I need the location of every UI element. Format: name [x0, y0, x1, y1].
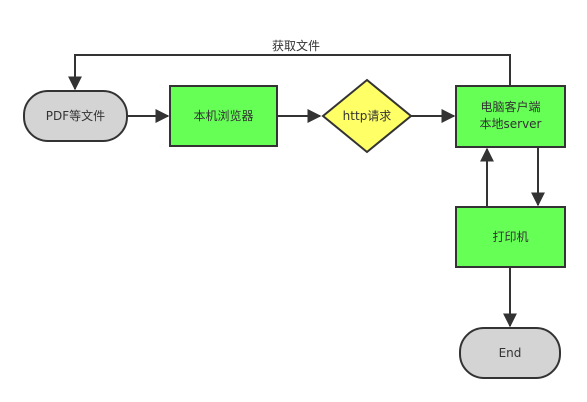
- node-printer-shape: [455, 206, 566, 268]
- edges-layer: [68, 54, 545, 328]
- node-local-browser[interactable]: 本机浏览器: [169, 85, 278, 147]
- node-http-label: http请求: [343, 109, 392, 123]
- node-pdf-shape: [23, 90, 128, 142]
- node-pc-client-server[interactable]: 电脑客户端 本地server: [455, 85, 566, 148]
- node-server-label-line2: 本地server: [480, 117, 542, 131]
- node-end[interactable]: End: [459, 327, 561, 379]
- edge-server-to-pdf-feedback: [68, 54, 511, 91]
- node-http-shape: [321, 78, 413, 154]
- node-end-label: End: [499, 346, 522, 360]
- node-pdf-label: PDF等文件: [46, 108, 105, 123]
- node-browser-shape: [169, 85, 278, 147]
- node-http-request[interactable]: http请求: [321, 78, 413, 154]
- node-server-shape: [455, 85, 566, 148]
- node-printer[interactable]: 打印机: [455, 206, 566, 268]
- node-browser-label: 本机浏览器: [193, 108, 253, 123]
- node-end-shape: [459, 327, 561, 379]
- node-pdf-files[interactable]: PDF等文件: [23, 90, 128, 142]
- edge-label-feedback: 获取文件: [272, 38, 320, 53]
- node-server-label-line1: 电脑客户端: [480, 99, 540, 114]
- node-printer-label: 打印机: [492, 230, 528, 244]
